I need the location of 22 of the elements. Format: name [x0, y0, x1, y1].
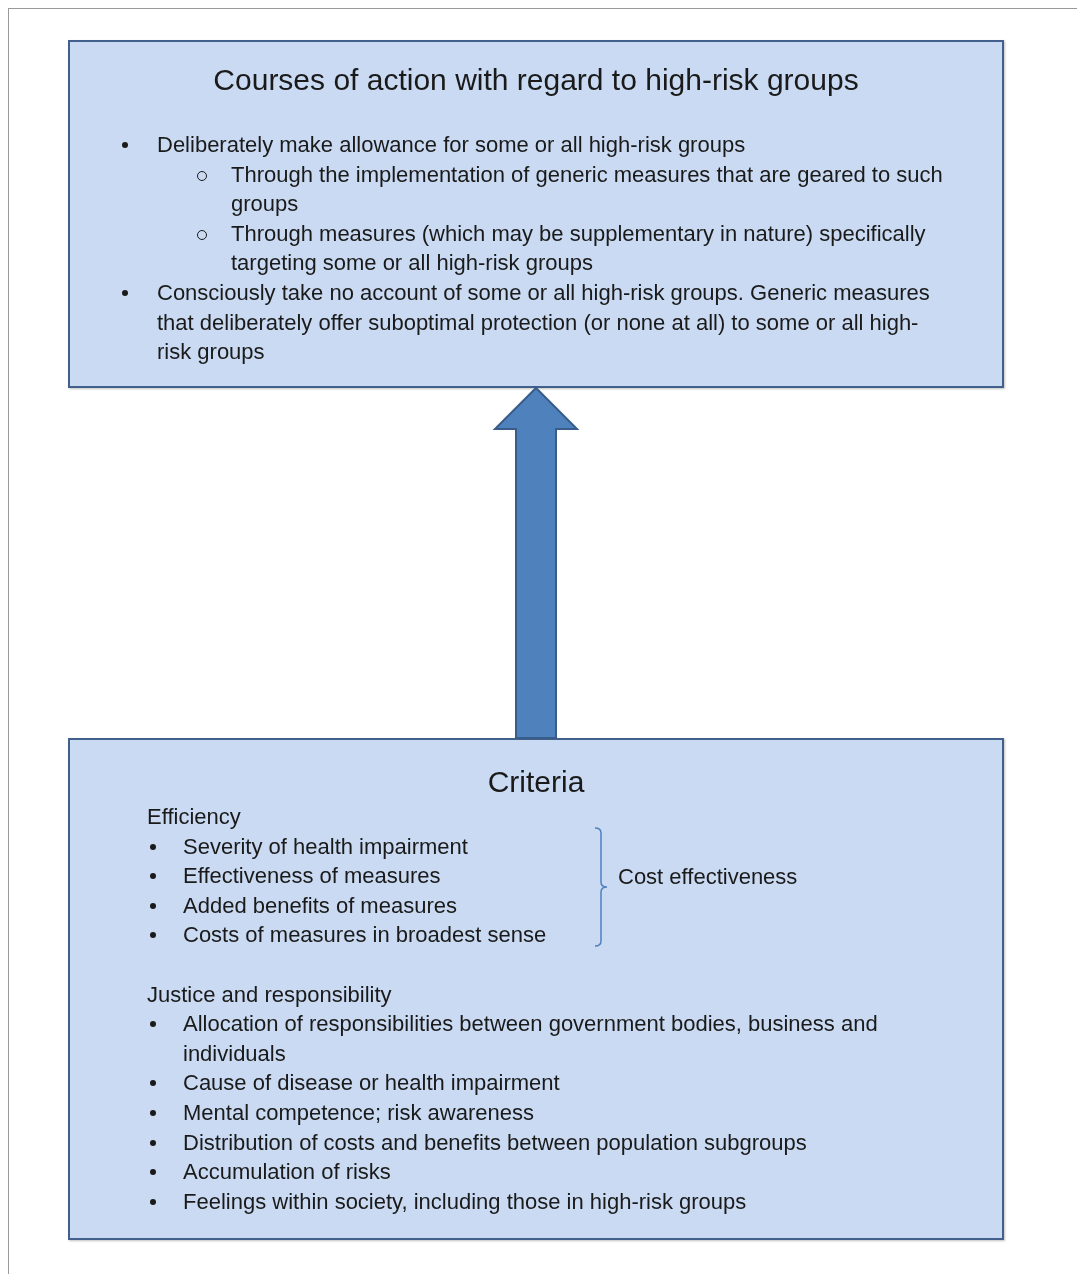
bracket-label: Cost effectiveness — [618, 863, 798, 891]
bullet-text: Distribution of costs and benefits between population subgroups — [183, 1128, 807, 1157]
text-box — [68, 40, 1004, 388]
bullet-text: Added benefits of measures — [183, 891, 457, 920]
bullet-text: Mental competence; risk awareness — [183, 1098, 534, 1127]
section-heading: Efficiency — [147, 803, 241, 831]
section-heading: Justice and responsibility — [147, 980, 392, 1009]
bullet-text: Feelings within society, including those in high-risk groups — [183, 1187, 747, 1216]
bullet-text: Consciously take no account of some or all high-risk groups. Generic measures that deliberately offer suboptimal protection (or none at all) to some or all high-risk groups — [157, 278, 931, 367]
box-title: Criteria — [486, 764, 586, 800]
bullet-text: Effectiveness of measures — [183, 862, 441, 891]
text-box — [68, 738, 1004, 1240]
bullet-text: Cause of disease or health impairment — [183, 1069, 560, 1098]
bullet-text: Severity of health impairment — [183, 832, 468, 861]
bullet-text: Accumulation of risks — [183, 1158, 391, 1187]
bullet-text: Through the implementation of generic measures that are geared to such groups — [231, 160, 944, 219]
box-title: Courses of action with regard to high-risk groups — [212, 62, 860, 98]
bullet-text: Through measures (which may be supplementary in nature) specifically targeting some or all high-risk groups — [231, 219, 927, 278]
bullet-text: Deliberately make allowance for some or all high-risk groups — [157, 131, 746, 159]
bullet-text: Costs of measures in broadest sense — [183, 921, 547, 950]
block-arrow — [492, 386, 580, 739]
bullet-text: Allocation of responsibilities between government bodies, business and individuals — [183, 1010, 879, 1068]
